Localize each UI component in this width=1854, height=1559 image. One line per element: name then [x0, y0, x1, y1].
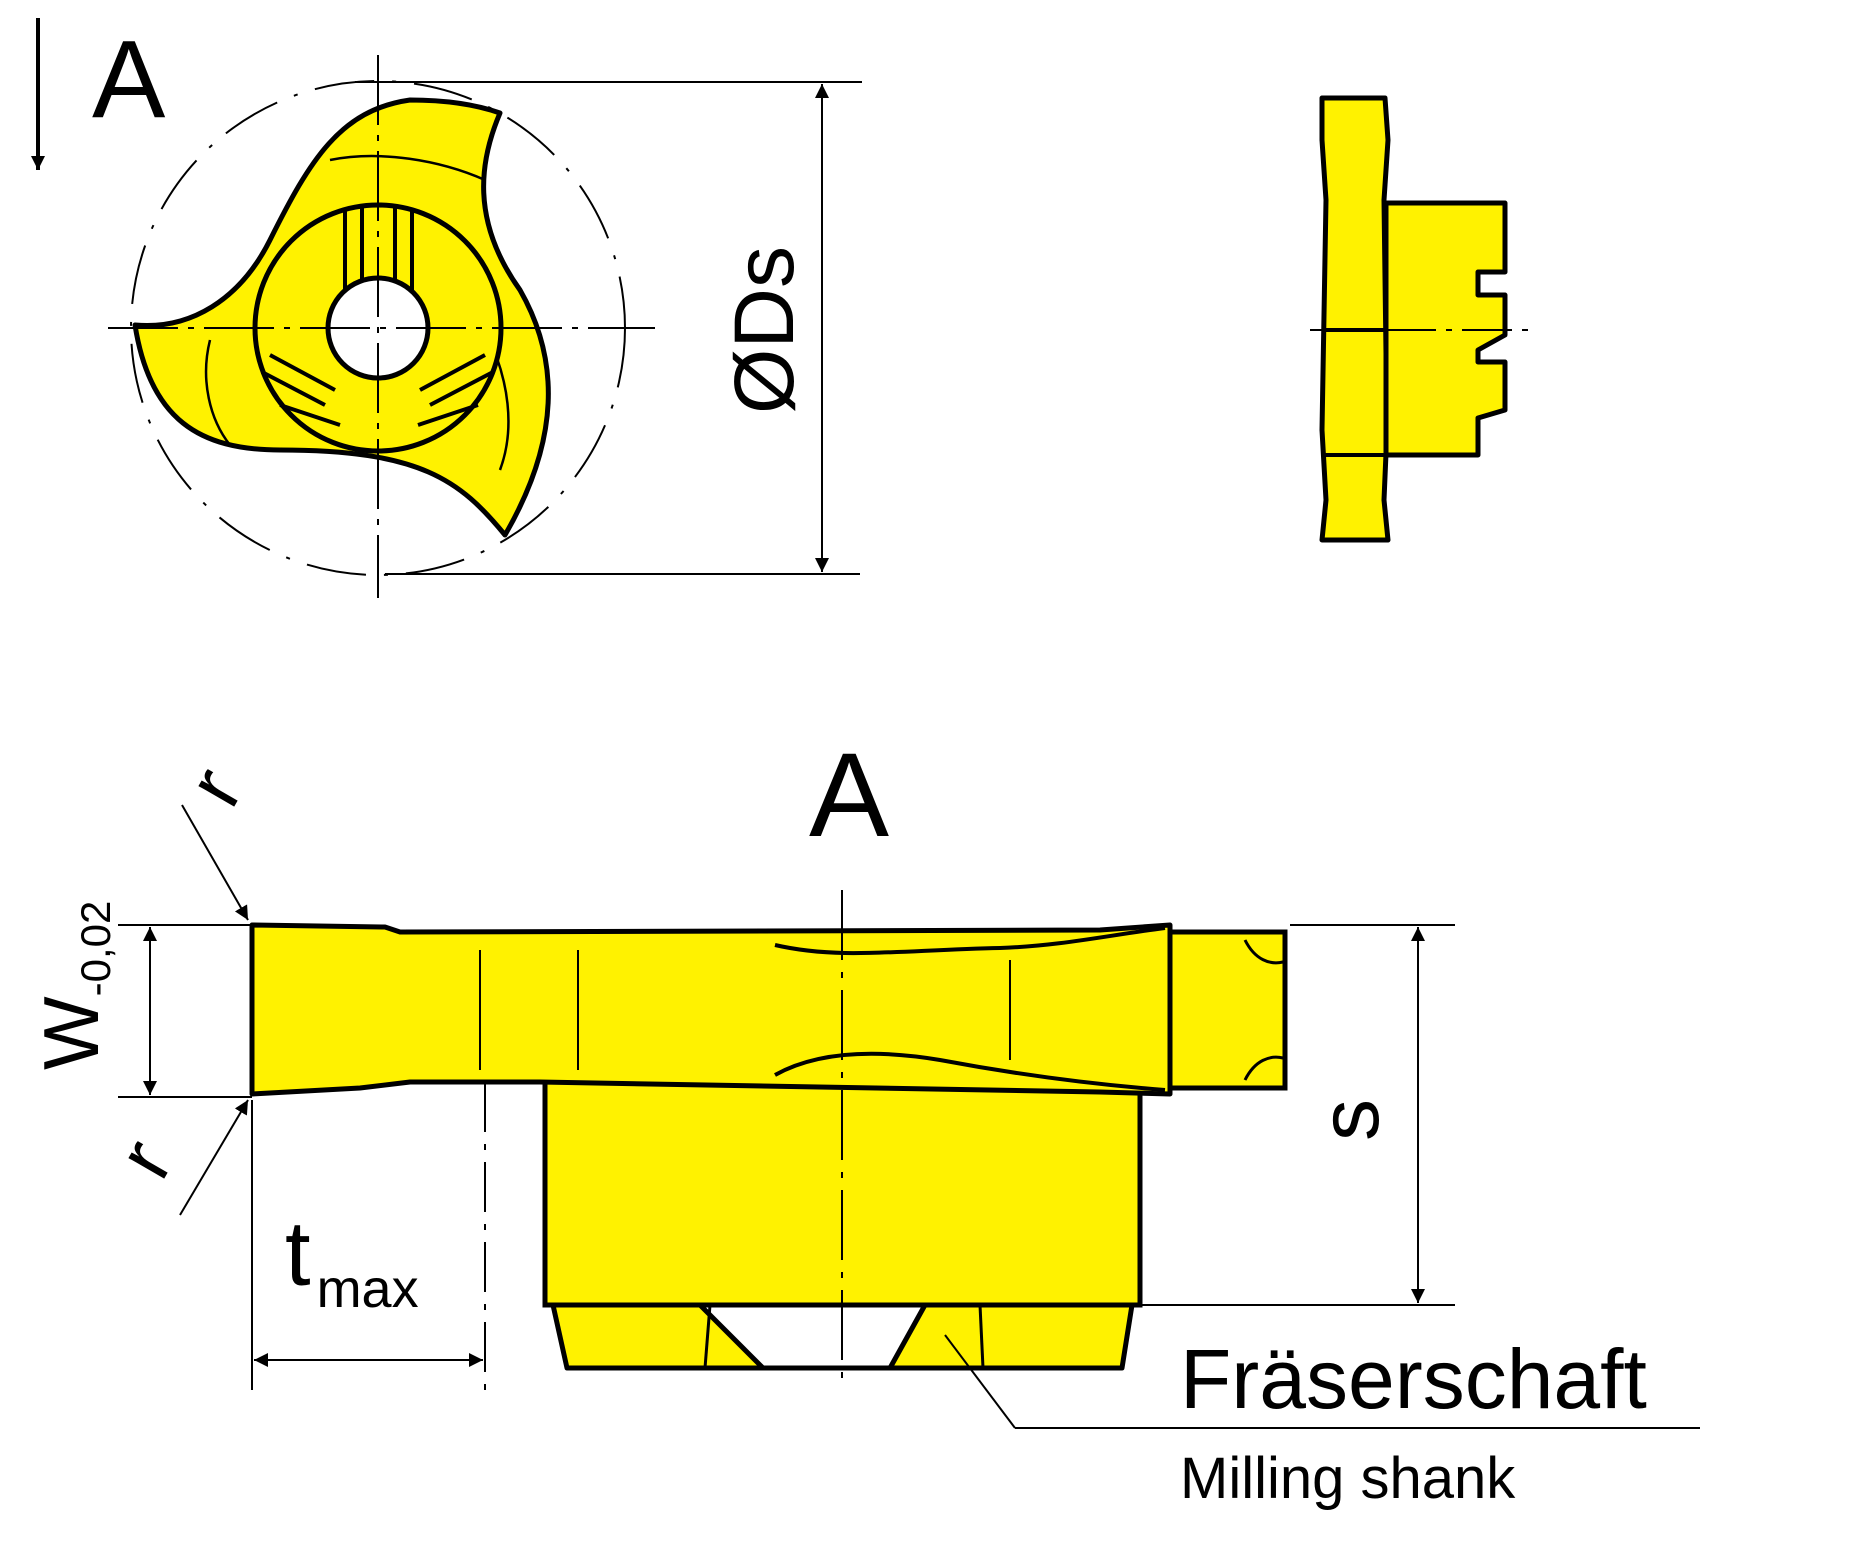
w-main: W [27, 996, 115, 1070]
callout-english: Milling shank [1180, 1446, 1516, 1511]
blade-tip [1167, 929, 1288, 1091]
side-flange [1319, 95, 1391, 543]
t-sub: max [317, 1259, 419, 1319]
s-label: s [1302, 1099, 1396, 1141]
edge-arc [204, 339, 231, 446]
spokes [261, 207, 494, 427]
blade-body [249, 922, 1173, 1097]
tip-chamfer [1243, 1055, 1284, 1081]
callout-leader [944, 1334, 1016, 1429]
section-arrow-label: A [92, 18, 166, 141]
r-label-bottom: r [100, 1125, 189, 1192]
r-leader-bottom [179, 1099, 249, 1216]
r-label-top: r [170, 753, 259, 820]
t-main: t [285, 1203, 311, 1305]
flank-curve [774, 926, 1166, 956]
view-a-title: A [809, 728, 889, 862]
teeth-line [703, 1304, 712, 1369]
front-view: ØDs A [31, 18, 862, 598]
tip-chamfer [1243, 939, 1284, 965]
edge-arc [329, 154, 486, 182]
side-shank [1383, 200, 1508, 458]
flank-curve [774, 1051, 1166, 1092]
r-leader-top [181, 804, 249, 921]
diameter-label: ØDs [717, 246, 811, 414]
side-view [1310, 95, 1535, 543]
view-a: A W-0,02 r r [27, 728, 1700, 1511]
w-label: W-0,02 [27, 901, 119, 1070]
callout-german: Fräserschaft [1180, 1332, 1647, 1426]
teeth-line [978, 1304, 985, 1369]
w-tolerance: -0,02 [72, 901, 119, 997]
